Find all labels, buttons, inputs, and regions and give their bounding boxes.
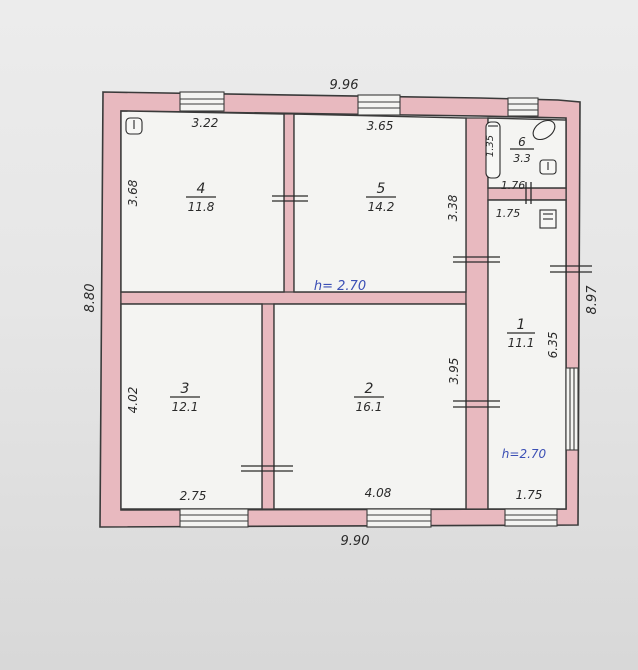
ceiling-height-hall: h=2.70	[502, 447, 547, 461]
room-2-floor	[273, 303, 467, 510]
dim-room1-bottom: 1.75	[516, 488, 543, 502]
room-3-floor	[120, 303, 263, 510]
dim-room2-bottom: 4.08	[365, 486, 392, 500]
wall-3-2	[261, 303, 275, 510]
dim-room5-right: 3.38	[446, 194, 460, 221]
room-1-number: 1	[517, 317, 526, 333]
window-hall-right	[565, 367, 579, 451]
ceiling-height-main: h= 2.70	[314, 279, 366, 294]
dim-room4-top: 3.22	[192, 116, 219, 130]
room-3-number: 3	[181, 381, 190, 397]
window-room5	[357, 94, 401, 116]
window-bath	[507, 97, 539, 117]
fraction-bars	[170, 148, 535, 398]
dim-outer-right: 8.97	[585, 285, 600, 315]
dim-room4-left: 3.68	[126, 179, 140, 206]
room-5-floor	[293, 113, 467, 293]
room-2-number: 2	[365, 381, 374, 397]
dim-outer-top: 9.96	[330, 78, 359, 93]
dim-room3-bottom: 2.75	[180, 489, 207, 503]
wall-upper-lower	[120, 291, 467, 305]
door-hall-exterior	[550, 265, 592, 273]
door-markers	[241, 182, 592, 472]
door-3-2	[241, 465, 293, 472]
door-5-hall	[453, 256, 500, 263]
dim-room2-right: 3.95	[447, 358, 461, 385]
window-room2	[366, 508, 432, 528]
window-hall-bottom	[504, 508, 558, 527]
dim-bath-width-a: 1.76	[501, 179, 526, 192]
dim-bath-width-b: 1.75	[496, 207, 521, 220]
door-bath	[525, 182, 532, 204]
dim-outer-bottom: 9.90	[341, 534, 370, 549]
room-6-area: 3.3	[513, 152, 531, 165]
wall-rooms-hall	[465, 117, 489, 510]
room-6-number: 6	[518, 135, 526, 149]
windows	[179, 91, 579, 528]
bathtub-icon	[485, 121, 501, 179]
dim-room5-top: 3.65	[367, 119, 394, 133]
dim-room3-left: 4.02	[126, 387, 140, 414]
window-room3	[179, 508, 249, 528]
room-4-number: 4	[197, 181, 206, 197]
wall-4-5	[283, 113, 295, 297]
room-3-area: 12.1	[172, 400, 199, 414]
fixtures	[125, 117, 557, 229]
room-4-area: 11.8	[188, 200, 215, 214]
room-2-area: 16.1	[356, 400, 383, 414]
door-2-hall	[453, 400, 500, 408]
room-interiors	[120, 110, 567, 510]
room-5-number: 5	[377, 181, 386, 197]
room-1-area: 11.1	[508, 336, 535, 350]
room-4-floor	[120, 110, 285, 293]
wall-bath-hall	[487, 187, 567, 201]
room-5-area: 14.2	[368, 200, 395, 214]
toilet-icon	[532, 119, 556, 141]
dim-room1-height: 6.35	[546, 332, 560, 359]
dim-bath-height: 1.35	[485, 135, 496, 157]
window-room4	[179, 91, 225, 112]
room-1-floor	[487, 199, 567, 510]
dim-outer-left: 8.80	[83, 284, 98, 313]
walls	[99, 91, 581, 528]
door-4-5	[272, 195, 308, 202]
